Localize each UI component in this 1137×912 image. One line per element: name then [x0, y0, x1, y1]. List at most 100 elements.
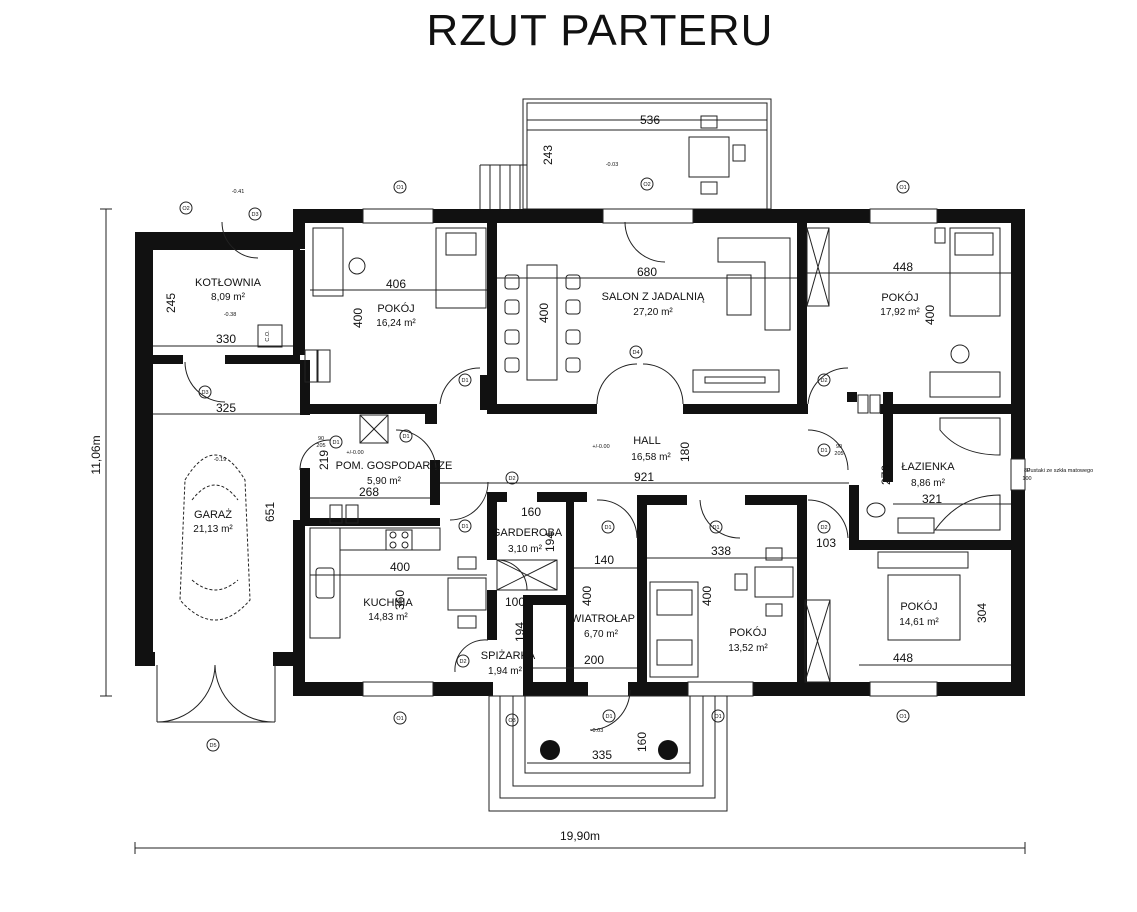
dim-salon-h: 400 — [537, 303, 551, 323]
room-name-wiatrolap: WIATROŁAP — [571, 613, 635, 625]
dim-kotl-h: 245 — [164, 293, 178, 313]
room-name-spizarka: SPIŻARKA — [481, 649, 536, 662]
room-name-pokoj-4: POKÓJ — [900, 600, 937, 613]
door-d1-entry: D1 — [605, 714, 612, 720]
dim-terrace: 536 — [640, 113, 660, 127]
door-d2-pokoj4: D2 — [820, 525, 827, 531]
room-area-lazienka: 8,86 m² — [911, 478, 946, 489]
window-o2-kotl: O2 — [182, 206, 189, 212]
level-terrace: -0.03 — [606, 162, 619, 168]
note-glass: Pustaki ze szkła matowego — [1027, 468, 1093, 474]
window-o2: O2 — [643, 182, 650, 188]
dim-laz-w: 321 — [922, 492, 942, 506]
door-d2-gard: D2 — [508, 476, 515, 482]
room-name-kotlownia: KOTŁOWNIA — [195, 277, 262, 289]
page-title: RZUT PARTERU — [426, 6, 774, 55]
dim-pokoj4-h: 304 — [975, 603, 989, 623]
door-d3-kotl-ext: D3 — [251, 212, 258, 218]
dim-overall-height: 11,06m — [89, 435, 103, 474]
room-name-pokoj-2: POKÓJ — [881, 291, 918, 304]
dim-kotl-w: 330 — [216, 332, 236, 346]
room-area-pokoj-4: 14,61 m² — [899, 617, 939, 628]
dim-hall-h: 180 — [678, 442, 692, 462]
window-o1-kuchnia: O1 — [396, 716, 403, 722]
window-o1-pokoj4: O1 — [899, 714, 906, 720]
dim-porch-w: 335 — [592, 748, 612, 762]
room-area-garderoba: 3,10 m² — [508, 544, 543, 555]
note-glass-dim-b: 100 — [1022, 476, 1031, 482]
room-name-kuchnia: KUCHNIA — [363, 597, 413, 609]
room-area-wiatrolap: 6,70 m² — [584, 629, 619, 640]
room-area-kuchnia: 14,83 m² — [368, 612, 408, 623]
room-area-pom-gospodarcze: 5,90 m² — [367, 476, 402, 487]
door-size-laz-a: 90 — [836, 444, 842, 450]
door-size-a: 90 — [318, 436, 324, 442]
dim-pokoj2-h: 400 — [923, 305, 937, 325]
level-pomg: +/-0.00 — [346, 450, 363, 456]
windows — [362, 208, 1026, 697]
pokoj3-furniture — [649, 547, 831, 683]
level-garage: -0.19 — [214, 457, 227, 463]
salon-furniture — [504, 227, 830, 393]
room-area-garaz: 21,13 m² — [193, 524, 233, 535]
door-d1-wiat: D1 — [604, 525, 611, 531]
room-name-lazienka: ŁAZIENKA — [901, 461, 955, 473]
room-area-spizarka: 1,94 m² — [488, 666, 523, 677]
pokoj2-furniture — [929, 227, 1001, 398]
dim-pomg-w: 268 — [359, 485, 379, 499]
door-markers: D1 D4 D2 D1 D1 D2 D1 D1 D1 D1 D2 D2 D1 D… — [198, 207, 831, 752]
pokoj4-furniture — [877, 551, 969, 641]
dim-pokoj2-w: 448 — [893, 260, 913, 274]
door-d1-pokoj3: D1 — [712, 525, 719, 531]
dim-pomg-h: 219 — [317, 450, 331, 470]
dim-pokoj1-w: 406 — [386, 277, 406, 291]
garage-car — [156, 454, 276, 723]
dim-gard-w: 160 — [521, 505, 541, 519]
exterior-walls — [135, 209, 1025, 696]
room-area-pokoj-1: 16,24 m² — [376, 318, 416, 329]
dim-pokoj3-h: 400 — [700, 586, 714, 606]
window-o1-pokoj2: O1 — [899, 185, 906, 191]
dim-pokoj4-w: 448 — [893, 651, 913, 665]
door-d5: D5 — [209, 743, 216, 749]
room-name-salon: SALON Z JADALNIĄ — [602, 291, 705, 303]
dim-laz-h: 276 — [879, 465, 893, 485]
kitchen-furniture — [309, 527, 487, 639]
room-area-kotlownia: 8,09 m² — [211, 292, 246, 303]
level-porch: -0.03 — [591, 728, 604, 734]
dim-overall-width: 19,90m — [560, 829, 600, 843]
level-ext: -0.41 — [232, 189, 245, 195]
window-o1-pokoj3: O1 — [714, 714, 721, 720]
door-swings — [184, 221, 849, 731]
note-glass-dim-a: 80 — [1024, 468, 1030, 474]
dim-garage-h: 651 — [263, 502, 277, 522]
dim-salon-w: 680 — [637, 265, 657, 279]
interior-walls — [153, 223, 1015, 685]
door-d1-hall: D1 — [332, 440, 339, 446]
room-dimension-lines — [153, 119, 1011, 764]
dim-kuchnia-w: 400 — [390, 560, 410, 574]
bathroom-furniture — [866, 417, 1001, 534]
room-name-hall: HALL — [633, 435, 661, 447]
door-d1-laz: D1 — [820, 448, 827, 454]
level-kotl: -0.38 — [224, 312, 237, 318]
door-size-laz-b: 205 — [834, 451, 843, 457]
note-co: C.O. — [265, 330, 271, 342]
pokoj1-furniture — [312, 227, 487, 309]
dim-sp-h: 194 — [513, 622, 527, 642]
door-d1-kuchnia: D1 — [461, 524, 468, 530]
overall-dimension-lines — [100, 208, 1026, 854]
room-name-pokoj-1: POKÓJ — [377, 302, 414, 315]
room-area-pokoj-2: 17,92 m² — [880, 307, 920, 318]
door-d1-pomg: D1 — [402, 434, 409, 440]
door-d2-spiz: D2 — [459, 659, 466, 665]
room-name-garderoba: GARDEROBA — [492, 527, 563, 539]
window-o1-pokoj1: O1 — [396, 185, 403, 191]
room-name-pom-gospodarcze: POM. GOSPODARCZE — [336, 460, 453, 472]
dim-hall-w: 921 — [634, 470, 654, 484]
dim-terrace-depth: 243 — [541, 145, 555, 165]
dim-wiat-w2: 200 — [584, 653, 604, 667]
window-markers: O1 O2 O1 O2 O1 O3 O1 O1 — [179, 177, 910, 727]
